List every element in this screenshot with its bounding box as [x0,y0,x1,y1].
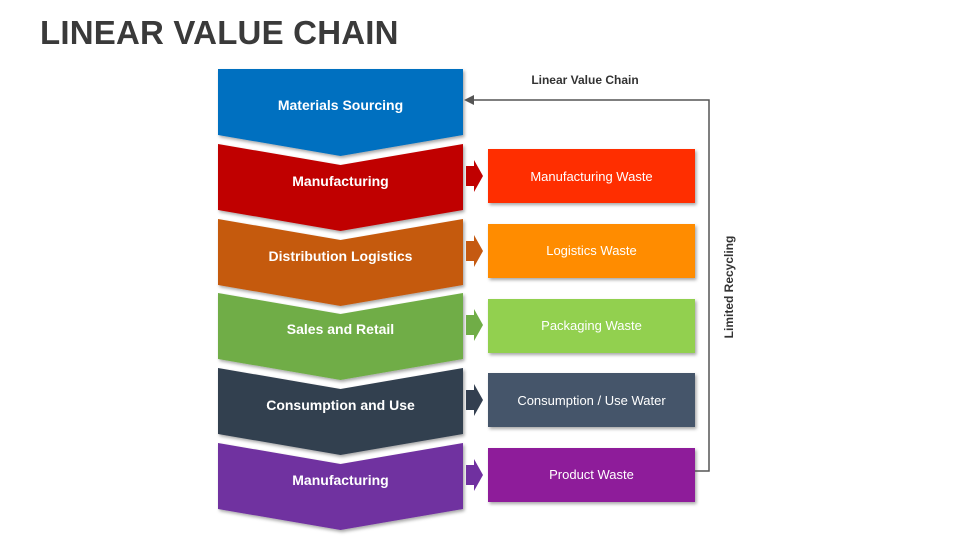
connector-arrow [466,459,483,491]
waste-label: Product Waste [549,467,634,482]
stage-chevron-manufacturing-final: Manufacturing [218,443,463,530]
waste-label: Manufacturing Waste [530,169,652,184]
connector-arrow [466,309,483,341]
waste-label: Packaging Waste [541,318,642,333]
stage-label: Manufacturing [292,173,388,189]
connector-arrow [466,235,483,267]
connector-arrow [466,160,483,192]
waste-box-manufacturing: Manufacturing Waste [488,149,695,203]
stage-label: Consumption and Use [266,397,415,413]
stage-chevron-manufacturing: Manufacturing [218,144,463,231]
stage-label: Materials Sourcing [278,97,403,113]
connector-arrow-list [466,160,483,491]
waste-box-consumption: Consumption / Use Water [488,373,695,427]
waste-box-product: Product Waste [488,448,695,502]
stage-chevron-sales-and-retail: Sales and Retail [218,293,463,380]
loop-label: Linear Value Chain [531,73,638,87]
waste-box-list: Manufacturing Waste Logistics Waste Pack… [488,149,695,502]
stage-chevron-list: Materials Sourcing Manufacturing Distrib… [218,69,463,530]
stage-chevron-materials-sourcing: Materials Sourcing [218,69,463,156]
waste-box-logistics: Logistics Waste [488,224,695,278]
page-title: LINEAR VALUE CHAIN [40,14,399,51]
recycling-loop-line [464,95,710,472]
waste-label: Consumption / Use Water [517,393,666,408]
stage-label: Distribution Logistics [269,248,413,264]
connector-arrow [466,384,483,416]
stage-label: Sales and Retail [287,321,394,337]
stage-chevron-distribution-logistics: Distribution Logistics [218,219,463,306]
stage-chevron-consumption-and-use: Consumption and Use [218,368,463,455]
stage-label: Manufacturing [292,472,388,488]
waste-box-packaging: Packaging Waste [488,299,695,353]
waste-label: Logistics Waste [546,243,637,258]
recycling-label: Limited Recycling [722,236,736,339]
